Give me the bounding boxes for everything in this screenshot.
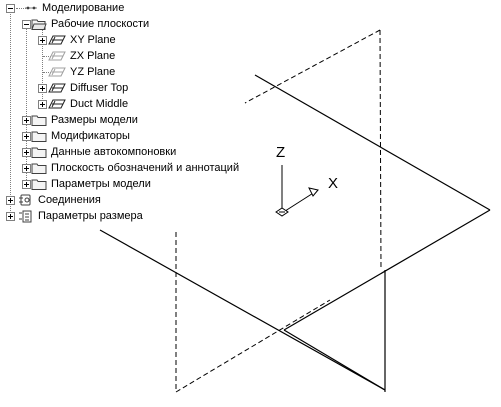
open-folder-icon: [31, 17, 47, 31]
tree-item-label: XY Plane: [70, 34, 116, 46]
expand-toggle[interactable]: [6, 212, 15, 221]
tree-item-label: ZX Plane: [70, 50, 116, 62]
tree-item-model-dimensions[interactable]: Размеры модели: [0, 112, 138, 128]
axis-z-label: Z: [276, 144, 285, 161]
plane-icon-faded: [48, 49, 66, 63]
tree-item-label: Рабочие плоскости: [51, 18, 150, 30]
tree-item-label: Параметры размера: [38, 210, 143, 222]
expand-toggle[interactable]: [22, 180, 31, 189]
plane-icon-faded: [48, 65, 66, 79]
folder-icon: [31, 113, 47, 127]
tree-item-label: Параметры модели: [51, 178, 151, 190]
collapse-toggle[interactable]: [22, 20, 31, 29]
tree-item-autolayout-data[interactable]: Данные автокомпоновки: [0, 144, 176, 160]
expand-toggle[interactable]: [22, 116, 31, 125]
folder-icon: [31, 177, 47, 191]
plane-icon: [48, 81, 66, 95]
tree-item-yz-plane[interactable]: YZ Plane: [0, 64, 115, 80]
vertical-plane-outline: [175, 29, 382, 393]
tree-item-xy-plane[interactable]: XY Plane: [0, 32, 116, 48]
tree-item-dimension-parameters[interactable]: Параметры размера: [0, 208, 143, 224]
connections-icon: [18, 193, 34, 207]
modeling-icon: [24, 1, 38, 15]
tree-item-zx-plane[interactable]: ZX Plane: [0, 48, 115, 64]
expand-toggle[interactable]: [38, 84, 47, 93]
tree-connector: [10, 10, 11, 217]
tree-item-label: YZ Plane: [70, 66, 116, 78]
tree-item-duct-middle[interactable]: Duct Middle: [0, 96, 128, 112]
folder-icon: [31, 161, 47, 175]
dimension-params-icon: [18, 209, 34, 223]
expand-toggle[interactable]: [38, 100, 47, 109]
tree-item-label: Моделирование: [42, 2, 125, 14]
plane-icon: [48, 97, 66, 111]
expand-toggle[interactable]: [38, 36, 47, 45]
ucs-axis-icon: [275, 165, 319, 217]
expand-toggle[interactable]: [22, 164, 31, 173]
axis-x-label: X: [328, 175, 338, 192]
tree-connector: [26, 26, 27, 186]
tree-item-label: Размеры модели: [51, 114, 138, 126]
tree-item-label: Duct Middle: [70, 98, 129, 110]
folder-icon: [31, 145, 47, 159]
plane-icon: [48, 33, 66, 47]
expand-toggle[interactable]: [22, 148, 31, 157]
tree-item-label: Модификаторы: [51, 130, 130, 142]
tree-item-label: Соединения: [38, 194, 101, 206]
folder-icon: [31, 129, 47, 143]
tree-item-label: Плоскость обозначений и аннотаций: [51, 162, 240, 174]
tree-item-modeling[interactable]: Моделирование: [0, 0, 124, 16]
tree-item-annotation-plane[interactable]: Плоскость обозначений и аннотаций: [0, 160, 239, 176]
xy-plane-outline: [99, 74, 491, 392]
tree-item-modifiers[interactable]: Модификаторы: [0, 128, 130, 144]
tree-item-connections[interactable]: Соединения: [0, 192, 101, 208]
tree-connector: [42, 30, 43, 105]
tree-item-work-planes[interactable]: Рабочие плоскости: [0, 16, 149, 32]
tree-item-label: Diffuser Top: [70, 82, 129, 94]
tree-item-model-parameters[interactable]: Параметры модели: [0, 176, 151, 192]
tree-item-label: Данные автокомпоновки: [51, 146, 177, 158]
expand-toggle[interactable]: [6, 196, 15, 205]
tree-item-diffuser-top[interactable]: Diffuser Top: [0, 80, 128, 96]
expand-toggle[interactable]: [22, 132, 31, 141]
collapse-toggle[interactable]: [6, 4, 15, 13]
model-tree[interactable]: Моделирование Рабочие плоскости XY Plane…: [0, 0, 300, 230]
